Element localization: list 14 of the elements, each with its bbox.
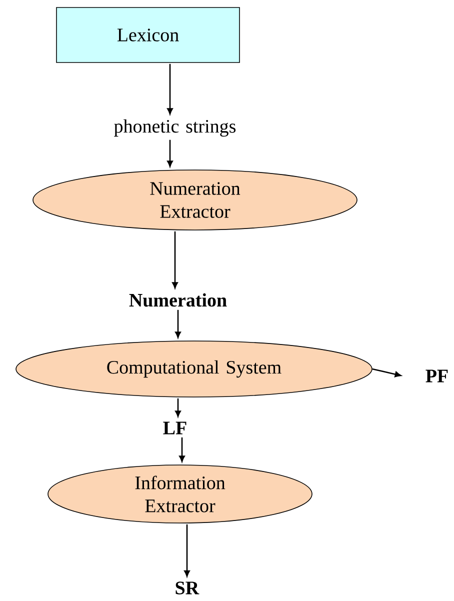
- arrow: [175, 310, 181, 338]
- arrow: [184, 524, 190, 577]
- text-label: PF: [426, 370, 448, 382]
- arrow: [372, 368, 402, 378]
- arrow: [167, 64, 173, 114]
- text-label: SR: [176, 582, 200, 594]
- process-box: Lexicon: [56, 7, 240, 63]
- text-label: LF: [163, 422, 186, 434]
- arrow: [175, 398, 181, 417]
- text-label: Numeration: [129, 293, 227, 307]
- text-label: phonetic strings: [114, 119, 236, 137]
- arrow: [167, 140, 173, 167]
- arrow: [172, 231, 178, 288]
- arrow: [179, 437, 185, 462]
